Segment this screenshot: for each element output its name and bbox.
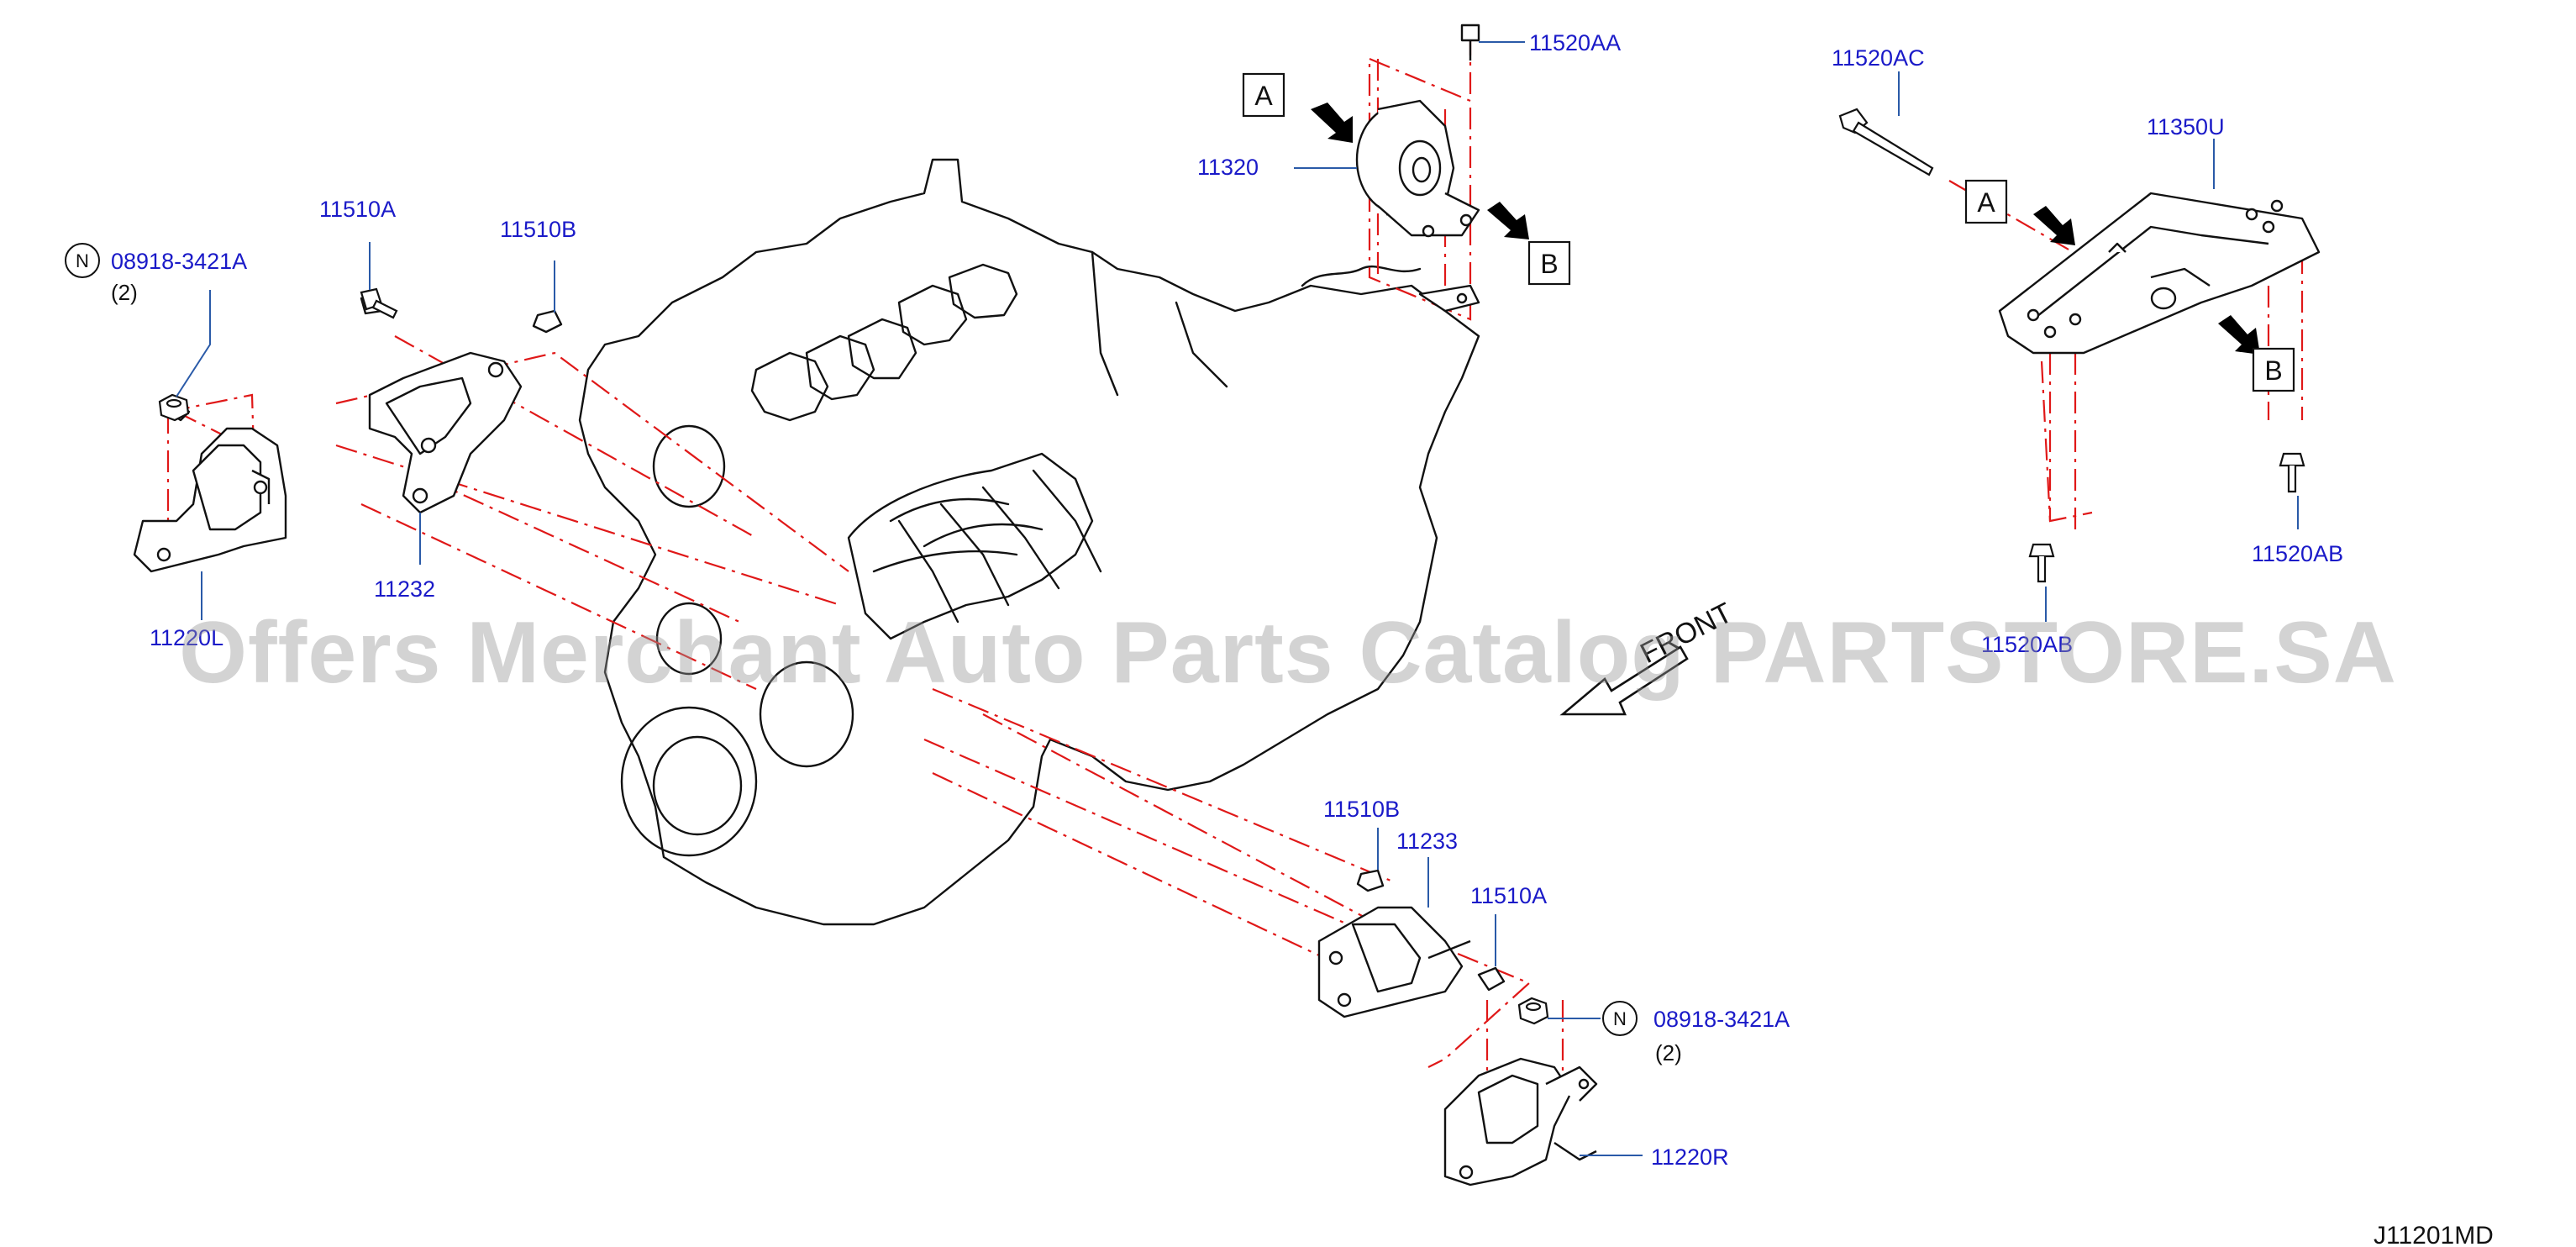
part-11510b-left-label[interactable]: 11510B bbox=[500, 217, 576, 242]
front-marker: FRONT bbox=[1559, 597, 1737, 716]
engine-assembly bbox=[578, 158, 1480, 926]
right-engine-mount-insulator bbox=[1443, 1057, 1598, 1186]
qty-left: (2) bbox=[111, 280, 138, 305]
ref-b-top: B bbox=[1540, 249, 1558, 279]
diagram-code: J11201MD bbox=[2374, 1222, 2494, 1247]
long-bolt bbox=[1838, 108, 1934, 176]
part-11320-label[interactable]: 11320 bbox=[1197, 155, 1259, 180]
part-11520ab-lower-label[interactable]: 11520AB bbox=[1981, 632, 2073, 657]
part-11232-label[interactable]: 11232 bbox=[374, 576, 435, 602]
ref-box-b-top bbox=[1527, 240, 1571, 286]
direction-arrows bbox=[1311, 103, 2260, 355]
part-11220l-label[interactable]: 11220L bbox=[150, 625, 223, 650]
left-engine-mount-insulator bbox=[133, 403, 287, 573]
right-engine-mount-bracket bbox=[1317, 869, 1506, 1018]
n-circle-left-icon bbox=[65, 243, 100, 278]
n-symbols: N N bbox=[65, 243, 1638, 1036]
quantities: (2) (2) bbox=[111, 280, 1682, 1065]
qty-right: (2) bbox=[1655, 1040, 1682, 1065]
part-11520ab-right-label[interactable]: 11520AB bbox=[2252, 541, 2343, 566]
arrow-a-top-icon bbox=[1311, 103, 1353, 143]
ref-box-a-right bbox=[1964, 179, 2008, 224]
arrow-a-right-icon bbox=[2033, 206, 2075, 245]
ref-box-a-top bbox=[1242, 72, 1285, 118]
front-arrow-icon bbox=[1559, 645, 1689, 716]
part-08918-left-label[interactable]: 08918-3421A bbox=[111, 249, 247, 274]
left-mount-bolt bbox=[360, 287, 398, 319]
ref-boxes: A B A B bbox=[1242, 72, 2295, 392]
left-engine-mount-bracket bbox=[360, 294, 563, 514]
n-left: N bbox=[76, 250, 89, 271]
n-circle-right-icon bbox=[1602, 1001, 1638, 1036]
arrow-b-right-icon bbox=[2218, 315, 2260, 355]
part-08918-right-label[interactable]: 08918-3421A bbox=[1653, 1007, 1790, 1032]
n-right: N bbox=[1613, 1008, 1627, 1029]
ref-b-right: B bbox=[2264, 355, 2282, 386]
part-11510b-right-label[interactable]: 11510B bbox=[1323, 797, 1400, 822]
right-flange-nut bbox=[1517, 997, 1549, 1025]
ref-a-right: A bbox=[1977, 187, 1995, 218]
part-labels: 11520AA 11320 11520AC 11350U 11510A 1151… bbox=[111, 30, 2343, 1170]
ref-box-b-right bbox=[2252, 347, 2295, 392]
left-flange-nut bbox=[158, 393, 190, 422]
leader-lines bbox=[176, 41, 2299, 1156]
part-11350u-label[interactable]: 11350U bbox=[2147, 114, 2225, 139]
part-11520aa-label[interactable]: 11520AA bbox=[1529, 30, 1621, 55]
part-11510a-left-label[interactable]: 11510A bbox=[319, 197, 396, 222]
part-11510a-right-label[interactable]: 11510A bbox=[1470, 883, 1547, 908]
arrow-b-top-icon bbox=[1487, 202, 1529, 239]
part-11220r-label[interactable]: 11220R bbox=[1651, 1144, 1729, 1170]
part-11520ac-label[interactable]: 11520AC bbox=[1832, 45, 1925, 71]
part-11233-label[interactable]: 11233 bbox=[1396, 829, 1458, 854]
upper-engine-mount bbox=[1355, 24, 1480, 313]
rear-mount-bolts bbox=[2028, 452, 2305, 583]
rear-engine-mount-bracket bbox=[1998, 192, 2321, 355]
ref-a-top: A bbox=[1254, 81, 1273, 111]
